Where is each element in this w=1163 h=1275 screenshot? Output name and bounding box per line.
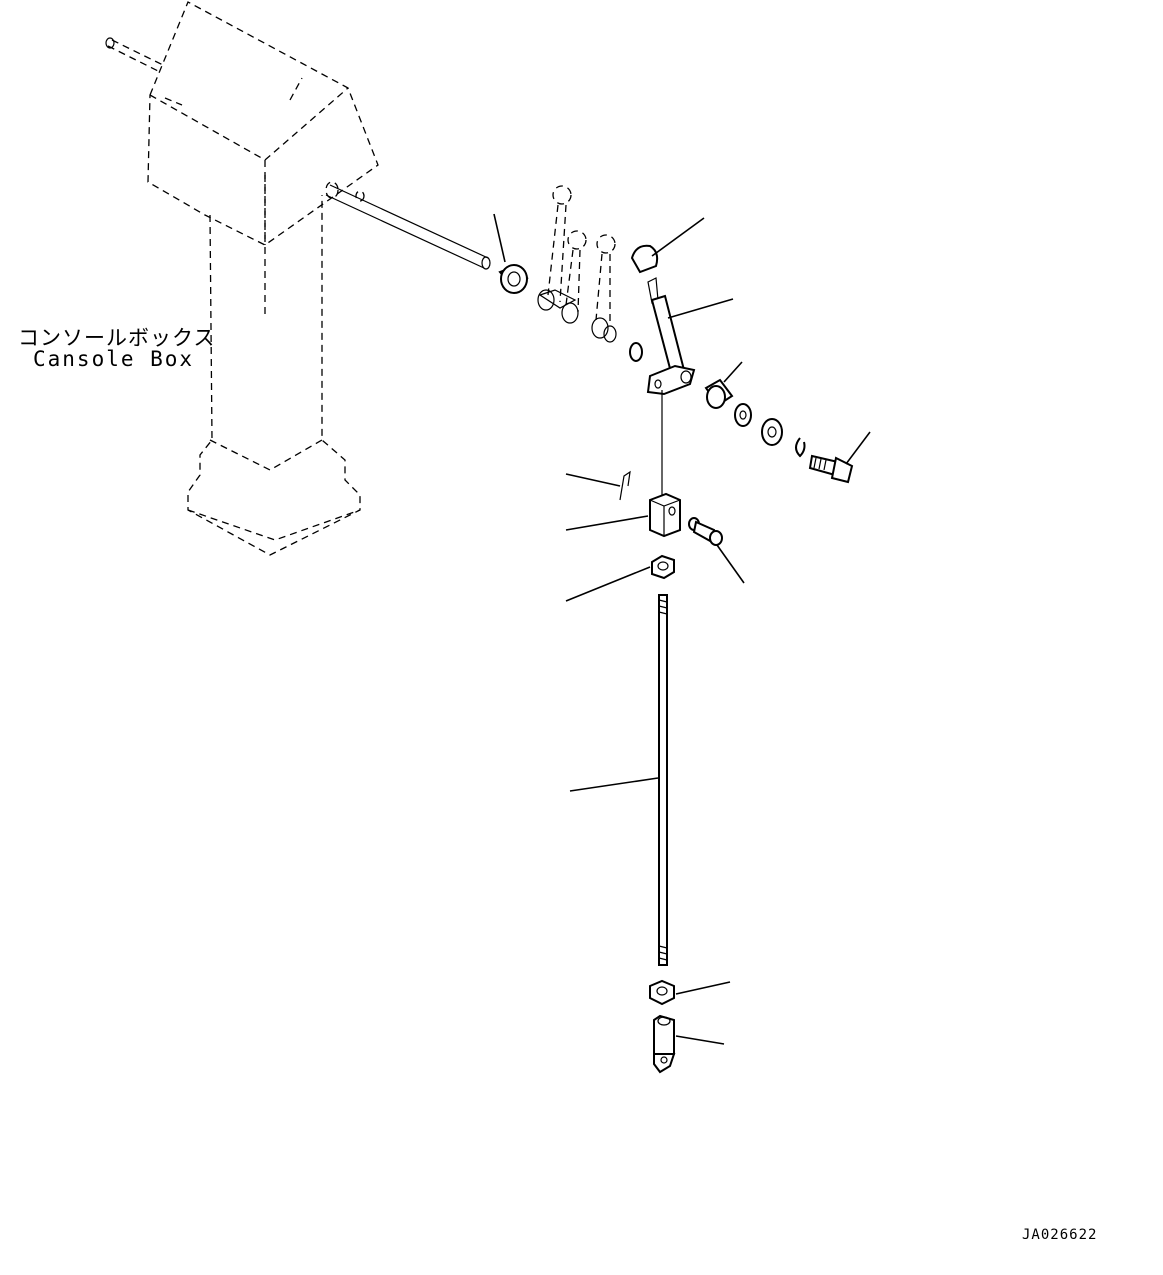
drawing-id: JA026622 (1022, 1227, 1098, 1243)
control-lever (646, 277, 734, 396)
lever-shaft (105, 37, 491, 270)
washer-1 (734, 403, 752, 427)
bushing-shaft (493, 213, 529, 294)
spring-washer (795, 437, 806, 458)
clevis (565, 492, 681, 538)
console-box-label-english: Cansole Box (33, 347, 195, 371)
lever-knob (630, 217, 705, 274)
threaded-rod (569, 594, 668, 966)
bushing-right (704, 361, 743, 409)
clevis-pin (688, 517, 745, 584)
cotter-pin (565, 470, 631, 501)
console-box-label-japanese: コンソールボックス (18, 326, 216, 350)
console-box-outline (147, 1, 379, 556)
washer-2 (761, 418, 783, 446)
nut-lower (649, 979, 731, 1006)
phantom-levers (537, 185, 617, 343)
washer-left (629, 342, 643, 362)
nut-upper (565, 554, 675, 602)
rod-end (653, 1014, 725, 1074)
bolt (808, 431, 871, 484)
